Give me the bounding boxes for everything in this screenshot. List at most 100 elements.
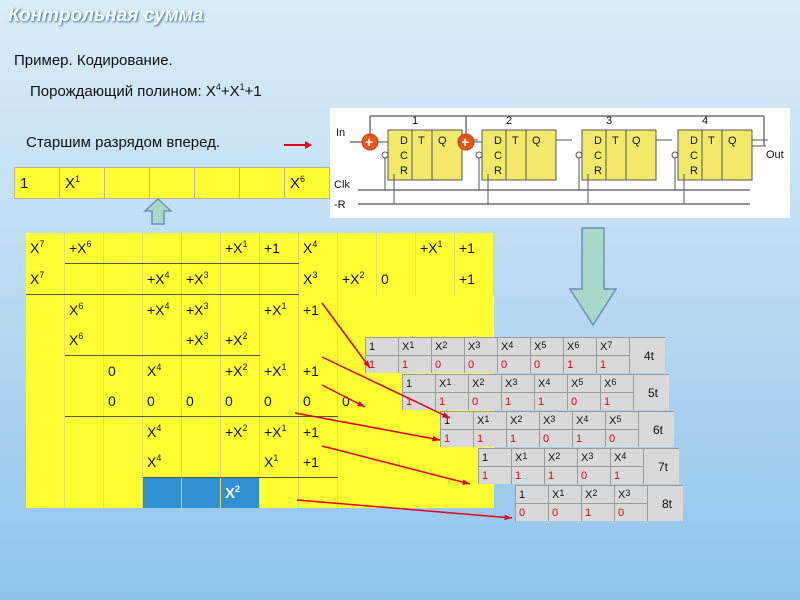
state-label: X6 <box>563 337 597 356</box>
svg-text:+: + <box>461 134 469 150</box>
state-bit: 0 <box>468 392 502 410</box>
time-label: 6t <box>638 411 674 447</box>
division-cell: X4 <box>142 416 182 447</box>
division-cell <box>181 447 221 478</box>
state-bit: 1 <box>402 392 436 410</box>
state-label: X6 <box>600 374 634 393</box>
state-label: X1 <box>511 448 545 467</box>
division-cell <box>142 477 182 508</box>
division-cell <box>103 294 143 325</box>
state-bit: 1 <box>506 429 540 447</box>
division-cell <box>181 477 221 508</box>
division-cell <box>64 477 104 508</box>
svg-text:T: T <box>418 135 425 147</box>
state-label: X5 <box>605 411 639 430</box>
svg-text:R: R <box>594 165 602 177</box>
division-cell <box>26 294 65 325</box>
state-label: X2 <box>468 374 502 393</box>
division-cell: +X3 <box>181 263 221 295</box>
division-cell: 0 <box>376 263 416 295</box>
msb-first-label: Старшим разрядом вперед. <box>26 134 221 151</box>
division-cell: +1 <box>298 355 338 386</box>
circuit-in-label: In <box>336 127 345 139</box>
division-cell <box>64 386 104 417</box>
division-cell <box>220 294 260 325</box>
division-cell <box>64 447 104 478</box>
division-cell: 0 <box>298 386 338 417</box>
division-cell: X3 <box>298 263 338 295</box>
svg-text:C: C <box>494 150 502 162</box>
division-cell: +1 <box>298 294 338 325</box>
division-cell: 0 <box>181 386 221 417</box>
division-cell: +X1 <box>220 233 260 264</box>
division-cell <box>64 263 104 295</box>
state-label: X3 <box>614 485 648 504</box>
division-cell <box>103 263 143 295</box>
division-cell: +1 <box>454 233 494 264</box>
state-label: 1 <box>365 337 399 356</box>
message-cell-text: X <box>65 174 76 192</box>
circuit-clk-label: Clk <box>334 179 350 191</box>
state-label: X1 <box>435 374 469 393</box>
division-cell <box>103 477 143 508</box>
division-cell: 0 <box>103 355 143 386</box>
message-cell-text: X <box>290 174 301 192</box>
division-cell: +1 <box>298 416 338 447</box>
division-cell: +1 <box>454 263 494 295</box>
state-bit: 0 <box>539 429 573 447</box>
division-row: X6+X4+X3+X1+1 <box>26 294 494 325</box>
down-arrow-icon <box>568 227 618 327</box>
state-label: X1 <box>473 411 507 430</box>
state-bit: 0 <box>577 466 611 484</box>
state-label: X5 <box>567 374 601 393</box>
svg-text:R: R <box>494 165 502 177</box>
state-bit: 1 <box>435 392 469 410</box>
state-label: X7 <box>596 337 630 356</box>
red-small-arrow <box>284 141 312 149</box>
time-label: 5t <box>633 374 669 410</box>
division-cell <box>220 263 260 295</box>
division-cell <box>142 325 182 356</box>
division-cell <box>337 233 377 264</box>
division-cell: +X4 <box>142 294 182 325</box>
state-label: X1 <box>548 485 582 504</box>
state-label: X2 <box>506 411 540 430</box>
state-label: X4 <box>610 448 644 467</box>
svg-text:C: C <box>690 150 698 162</box>
division-cell: +X4 <box>142 263 182 295</box>
svg-text:Q: Q <box>532 135 541 147</box>
division-cell <box>64 416 104 447</box>
division-cell: 0 <box>103 386 143 417</box>
division-cell: +X6 <box>64 233 104 264</box>
state-label: X3 <box>539 411 573 430</box>
division-cell: +1 <box>298 447 338 478</box>
state-label: X2 <box>544 448 578 467</box>
state-label: X2 <box>581 485 615 504</box>
division-cell: X6 <box>64 294 104 325</box>
state-bit: 1 <box>544 466 578 484</box>
division-row: X4+X2+X1+1 <box>26 416 494 447</box>
message-cell: X1 <box>59 167 105 199</box>
svg-text:D: D <box>400 135 408 147</box>
svg-text:C: C <box>594 150 602 162</box>
trigger-block <box>677 129 753 181</box>
division-cell <box>103 447 143 478</box>
circuit-out-label: Out <box>766 149 784 161</box>
svg-text:D: D <box>494 135 502 147</box>
division-cell <box>26 355 65 386</box>
state-bit: 0 <box>515 503 549 521</box>
state-bit: 0 <box>567 392 601 410</box>
state-label: X4 <box>534 374 568 393</box>
division-cell <box>26 447 65 478</box>
state-bit: 0 <box>464 355 498 373</box>
state-bit: 1 <box>511 466 545 484</box>
poly-mid: +X <box>220 83 240 100</box>
state-label: 1 <box>478 448 512 467</box>
